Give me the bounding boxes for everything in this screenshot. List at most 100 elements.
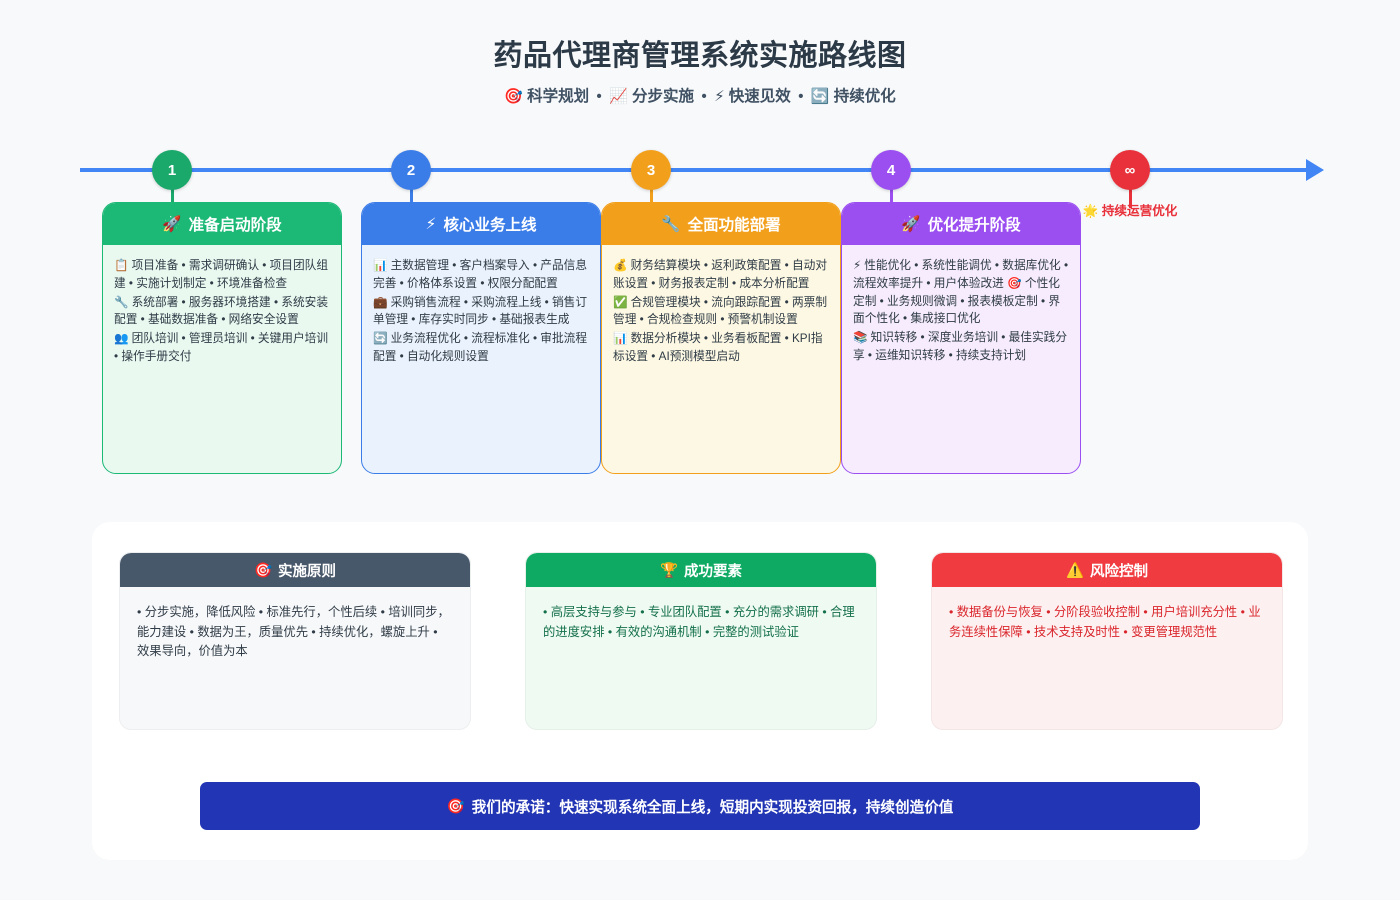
summary-panel-title: 实施原则: [278, 563, 337, 580]
phase-item-text: 财务结算模块 • 返利政策配置 • 自动对账设置 • 财务报表定制 • 成本分析…: [613, 259, 828, 290]
phase-item-icon: 💰: [613, 259, 628, 272]
phase-item-icon: ✅: [613, 295, 628, 309]
timeline-node-4[interactable]: 4: [871, 150, 911, 190]
target-icon: 🎯: [446, 799, 465, 815]
phase-item: 💼采购销售流程 • 采购流程上线 • 销售订单管理 • 库存实时同步 • 基础报…: [373, 294, 589, 330]
phase-item: 💰财务结算模块 • 返利政策配置 • 自动对账设置 • 财务报表定制 • 成本分…: [613, 257, 829, 293]
timeline-arrow-icon: [1306, 159, 1324, 181]
subtitle-icon-0: 🎯: [504, 88, 528, 105]
phase-icon: 🔧: [661, 215, 681, 233]
subtitle-separator: •: [793, 88, 808, 105]
phase-item: 📋项目准备 • 需求调研确认 • 项目团队组建 • 实施计划制定 • 环境准备检…: [114, 257, 330, 293]
summary-panel-title: 风险控制: [1090, 563, 1149, 580]
timeline-node-∞[interactable]: ∞: [1110, 150, 1150, 190]
summary-panel-body: • 高层支持与参与 • 专业团队配置 • 充分的需求调研 • 合理的进度安排 •…: [543, 605, 855, 639]
summary-panel-body: • 数据备份与恢复 • 分阶段验收控制 • 用户培训充分性 • 业务连续性保障 …: [949, 605, 1261, 639]
phase-item: ⚡性能优化 • 系统性能调优 • 数据库优化 • 流程效率提升 • 用户体验改进…: [853, 257, 1069, 328]
subtitle-label: 快速见效: [728, 88, 791, 105]
phase-item-text: 团队培训 • 管理员培训 • 关键用户培训 • 操作手册交付: [114, 332, 329, 363]
timeline-node-stem: [409, 186, 413, 208]
subtitle-separator: •: [592, 88, 607, 105]
subtitle-icon-2: ⚡: [714, 88, 729, 105]
phase-icon: ⚡: [425, 215, 437, 233]
subtitle-label: 科学规划: [527, 88, 590, 105]
phase-card-header: ⚡ 核心业务上线: [362, 203, 600, 245]
subtitle-separator: •: [697, 88, 712, 105]
summary-panel-title: 成功要素: [684, 563, 743, 580]
subtitle-label: 分步实施: [632, 88, 695, 105]
phase-title: 核心业务上线: [443, 217, 537, 234]
phase-item-icon: 📚: [853, 331, 868, 345]
phase-title: 全面功能部署: [687, 217, 781, 234]
phase-item-text: 性能优化 • 系统性能调优 • 数据库优化 • 流程效率提升 • 用户体验改进 …: [853, 259, 1069, 326]
summary-panel-header: ⚠️ 风险控制: [932, 553, 1282, 587]
final-stage-label: 🌟 持续运营优化: [1082, 203, 1178, 220]
phase-item: 📊主数据管理 • 客户档案导入 • 产品信息完善 • 价格体系设置 • 权限分配…: [373, 257, 589, 293]
timeline-node-1[interactable]: 1: [152, 150, 192, 190]
phase-item: 🔄业务流程优化 • 流程标准化 • 审批流程配置 • 自动化规则设置: [373, 330, 589, 366]
timeline-node-stem: [170, 186, 174, 208]
phase-icon: 🚀: [162, 215, 182, 233]
final-stage-text: 持续运营优化: [1101, 204, 1178, 218]
phase-item-text: 项目准备 • 需求调研确认 • 项目团队组建 • 实施计划制定 • 环境准备检查: [114, 259, 329, 290]
phase-card-body: 📋项目准备 • 需求调研确认 • 项目团队组建 • 实施计划制定 • 环境准备检…: [103, 245, 341, 377]
phase-item: 👥团队培训 • 管理员培训 • 关键用户培训 • 操作手册交付: [114, 330, 330, 366]
phase-card-4[interactable]: 🚀 优化提升阶段 ⚡性能优化 • 系统性能调优 • 数据库优化 • 流程效率提升 •…: [841, 202, 1081, 474]
phase-card-3[interactable]: 🔧 全面功能部署 💰财务结算模块 • 返利政策配置 • 自动对账设置 • 财务报表定…: [601, 202, 841, 474]
phase-item-text: 主数据管理 • 客户档案导入 • 产品信息完善 • 价格体系设置 • 权限分配配…: [373, 259, 588, 290]
timeline-node-stem: [649, 186, 653, 208]
phase-title: 优化提升阶段: [927, 217, 1021, 234]
phase-item: 📚知识转移 • 深度业务培训 • 最佳实践分享 • 运维知识转移 • 持续支持计…: [853, 329, 1069, 365]
phase-item-icon: ⚡: [853, 259, 862, 272]
timeline-node-stem: [1128, 186, 1132, 208]
phase-item-text: 业务流程优化 • 流程标准化 • 审批流程配置 • 自动化规则设置: [373, 332, 588, 363]
summary-panel-body: • 分步实施，降低风险 • 标准先行，个性后续 • 培训同步，能力建设 • 数据…: [137, 605, 450, 659]
subtitle-icon-1: 📈: [609, 88, 633, 105]
phase-card-header: 🔧 全面功能部署: [602, 203, 840, 245]
subtitle-icon-3: 🔄: [810, 88, 834, 105]
phase-item-text: 系统部署 • 服务器环境搭建 • 系统安装配置 • 基础数据准备 • 网络安全设…: [114, 295, 329, 327]
timeline-node-3[interactable]: 3: [631, 150, 671, 190]
phase-item-text: 合规管理模块 • 流向跟踪配置 • 两票制管理 • 合规检查规则 • 预警机制设…: [613, 295, 828, 327]
summary-panel-3[interactable]: ⚠️ 风险控制 • 数据备份与恢复 • 分阶段验收控制 • 用户培训充分性 • 业务…: [931, 552, 1283, 730]
phase-item-text: 知识转移 • 深度业务培训 • 最佳实践分享 • 运维知识转移 • 持续支持计划: [853, 331, 1068, 362]
phase-card-header: 🚀 准备启动阶段: [103, 203, 341, 245]
phase-item-icon: 📊: [613, 332, 628, 346]
phase-item-icon: 💼: [373, 295, 388, 309]
timeline-axis: [80, 168, 1312, 172]
timeline-node-stem: [889, 186, 893, 208]
subtitle-label: 持续优化: [833, 88, 896, 105]
phase-card-body: 💰财务结算模块 • 返利政策配置 • 自动对账设置 • 财务报表定制 • 成本分…: [602, 245, 840, 377]
summary-panel-1[interactable]: 🎯 实施原则 • 分步实施，降低风险 • 标准先行，个性后续 • 培训同步，能力建设…: [119, 552, 471, 730]
phase-item-text: 采购销售流程 • 采购流程上线 • 销售订单管理 • 库存实时同步 • 基础报表…: [373, 295, 588, 327]
phase-card-body: 📊主数据管理 • 客户档案导入 • 产品信息完善 • 价格体系设置 • 权限分配…: [362, 245, 600, 377]
phase-card-2[interactable]: ⚡ 核心业务上线 📊主数据管理 • 客户档案导入 • 产品信息完善 • 价格体系设置…: [361, 202, 601, 474]
timeline-node-2[interactable]: 2: [391, 150, 431, 190]
summary-panel-icon: ⚠️: [1065, 562, 1085, 579]
phase-item-icon: 📊: [373, 259, 388, 272]
phase-icon: 🚀: [901, 215, 921, 233]
phase-item: 📊数据分析模块 • 业务看板配置 • KPI指标设置 • AI预测模型启动: [613, 330, 829, 366]
summary-section: 🎯 实施原则 • 分步实施，降低风险 • 标准先行，个性后续 • 培训同步，能力建设…: [92, 522, 1308, 860]
commitment-text: 我们的承诺：快速实现系统全面上线，短期内实现投资回报，持续创造价值: [471, 799, 954, 816]
summary-panel-icon: 🎯: [253, 562, 273, 579]
phase-item-icon: 👥: [114, 332, 129, 346]
summary-panel-header: 🏆 成功要素: [526, 553, 876, 587]
commitment-banner: 🎯 我们的承诺：快速实现系统全面上线，短期内实现投资回报，持续创造价值: [200, 782, 1200, 830]
summary-panel-2[interactable]: 🏆 成功要素 • 高层支持与参与 • 专业团队配置 • 充分的需求调研 • 合理的进…: [525, 552, 877, 730]
phase-item: 🔧系统部署 • 服务器环境搭建 • 系统安装配置 • 基础数据准备 • 网络安全…: [114, 294, 330, 330]
star-icon: 🌟: [1082, 204, 1099, 218]
summary-panel-header: 🎯 实施原则: [120, 553, 470, 587]
phase-item-icon: 🔄: [373, 332, 388, 346]
phase-item: ✅合规管理模块 • 流向跟踪配置 • 两票制管理 • 合规检查规则 • 预警机制…: [613, 294, 829, 330]
page-subtitle: 🎯 科学规划 • 📈 分步实施 • ⚡ 快速见效 • 🔄 持续优化: [0, 84, 1400, 106]
page-title: 药品代理商管理系统实施路线图: [493, 40, 907, 72]
phase-title: 准备启动阶段: [188, 217, 282, 234]
phase-card-header: 🚀 优化提升阶段: [842, 203, 1080, 245]
phase-card-1[interactable]: 🚀 准备启动阶段 📋项目准备 • 需求调研确认 • 项目团队组建 • 实施计划制定 …: [102, 202, 342, 474]
phase-item-text: 数据分析模块 • 业务看板配置 • KPI指标设置 • AI预测模型启动: [613, 332, 823, 363]
summary-panel-icon: 🏆: [659, 562, 679, 579]
phase-item-icon: 🔧: [114, 295, 129, 309]
phase-card-body: ⚡性能优化 • 系统性能调优 • 数据库优化 • 流程效率提升 • 用户体验改进…: [842, 245, 1080, 376]
